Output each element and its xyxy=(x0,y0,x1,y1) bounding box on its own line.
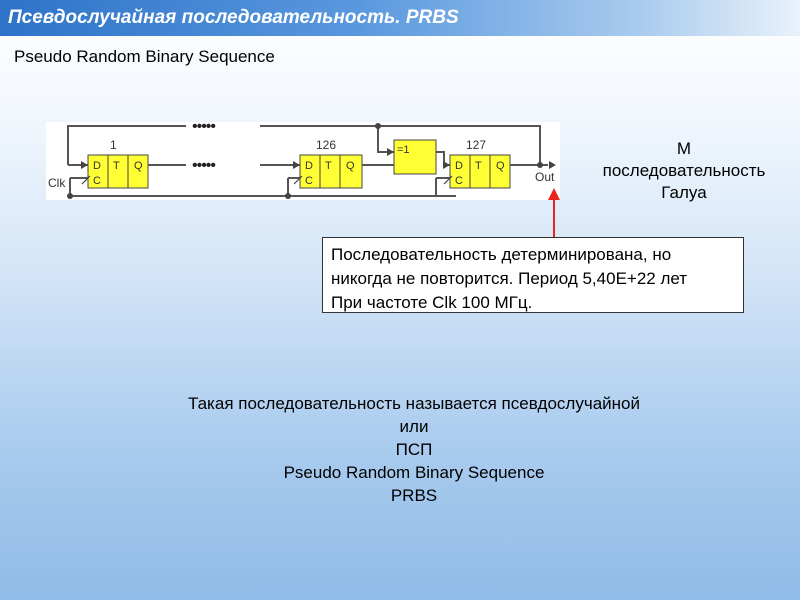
ff1-t-pin: T xyxy=(113,160,120,172)
ff127-q-pin: Q xyxy=(496,160,505,172)
slide-subtitle: Pseudo Random Binary Sequence xyxy=(14,47,275,66)
ff1-c-pin: C xyxy=(93,175,101,187)
ff126-t-pin: T xyxy=(325,160,332,172)
ellipsis-top: ••••• xyxy=(192,122,215,135)
prbs-circuit-diagram: ••••• ••••• 1 126 127 D C T Q D C T Q =1… xyxy=(46,122,560,200)
ff126-c-pin: C xyxy=(305,175,313,187)
flipflop-stage-127: D C T Q xyxy=(449,154,511,189)
ff1-d-pin: D xyxy=(93,160,101,172)
summary-line-3: ПСП xyxy=(395,440,433,459)
clock-markers xyxy=(81,175,453,185)
m-label-line-1: М xyxy=(676,139,692,158)
callout-line-2: никогда не повторится. Период 5,40E+22 л… xyxy=(331,269,688,288)
summary-line-1: Такая последовательность называется псев… xyxy=(187,394,640,413)
slide-title: Псевдослучайная последовательность. PRBS xyxy=(8,7,459,28)
stage-number-126: 126 xyxy=(316,138,336,152)
callout-line-3: При частоте Clk 100 МГц. xyxy=(331,293,533,312)
junction-dots xyxy=(67,123,543,199)
summary-text: Такая последовательность называется псев… xyxy=(100,392,728,507)
ff126-q-pin: Q xyxy=(346,160,355,172)
m-label-line-2: последовательность xyxy=(602,161,766,180)
period-callout-box: Последовательность детерминирована, но н… xyxy=(322,237,744,313)
xor-gate: =1 xyxy=(393,139,437,175)
wire-arrowheads xyxy=(81,148,556,169)
stage-number-127: 127 xyxy=(466,138,486,152)
ff127-d-pin: D xyxy=(455,160,463,172)
flipflop-stage-1: D C T Q xyxy=(87,154,149,189)
summary-line-4: Pseudo Random Binary Sequence xyxy=(283,463,545,482)
stage-number-1: 1 xyxy=(110,138,117,152)
ff127-t-pin: T xyxy=(475,160,482,172)
ff1-q-pin: Q xyxy=(134,160,143,172)
m-label-line-3: Галуа xyxy=(661,183,707,202)
flipflop-stage-126: D C T Q xyxy=(299,154,363,189)
ff127-c-pin: C xyxy=(455,175,463,187)
clock-label: Clk xyxy=(48,176,66,190)
output-label: Out xyxy=(535,170,555,184)
galois-m-sequence-label: М последовательность Галуа xyxy=(584,138,784,204)
callout-line-1: Последовательность детерминирована, но xyxy=(331,245,672,264)
summary-line-2: или xyxy=(399,417,429,436)
summary-line-5: PRBS xyxy=(390,486,438,505)
callout-arrow xyxy=(548,188,560,240)
title-bar: Псевдослучайная последовательность. PRBS xyxy=(0,0,800,36)
ff126-d-pin: D xyxy=(305,160,313,172)
ellipsis-middle: ••••• xyxy=(192,157,215,174)
xor-label: =1 xyxy=(397,144,410,156)
